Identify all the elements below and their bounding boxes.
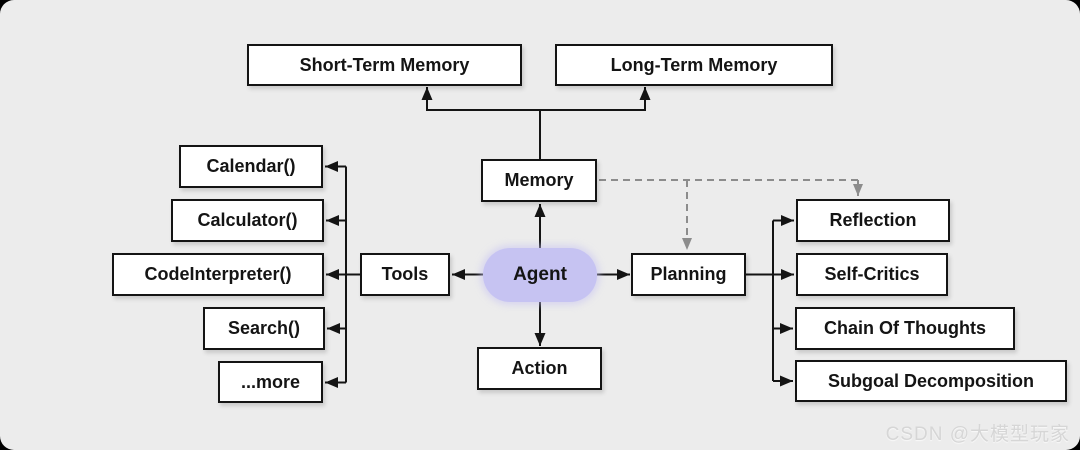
edge-memory-split bbox=[427, 109, 645, 159]
node-short-term-memory: Short-Term Memory bbox=[247, 44, 522, 86]
node-agent: Agent bbox=[483, 248, 597, 302]
node-planning-subgoal-decomposition: Subgoal Decomposition bbox=[795, 360, 1067, 402]
node-tool-more: ...more bbox=[218, 361, 323, 403]
node-action: Action bbox=[477, 347, 602, 390]
node-tool-search: Search() bbox=[203, 307, 325, 350]
node-planning-chain-of-thoughts: Chain Of Thoughts bbox=[795, 307, 1015, 350]
csdn-watermark: CSDN @大模型玩家 bbox=[885, 424, 1070, 445]
solid-edges bbox=[325, 87, 794, 388]
dashed-edges bbox=[599, 179, 863, 250]
node-planning-self-critics: Self-Critics bbox=[796, 253, 948, 296]
node-tool-calculator: Calculator() bbox=[171, 199, 324, 242]
node-long-term-memory: Long-Term Memory bbox=[555, 44, 833, 86]
node-tool-calendar: Calendar() bbox=[179, 145, 323, 188]
node-planning-reflection: Reflection bbox=[796, 199, 950, 242]
node-memory: Memory bbox=[481, 159, 597, 202]
node-planning: Planning bbox=[631, 253, 746, 296]
node-tool-codeinterpreter: CodeInterpreter() bbox=[112, 253, 324, 296]
node-tools: Tools bbox=[360, 253, 450, 296]
